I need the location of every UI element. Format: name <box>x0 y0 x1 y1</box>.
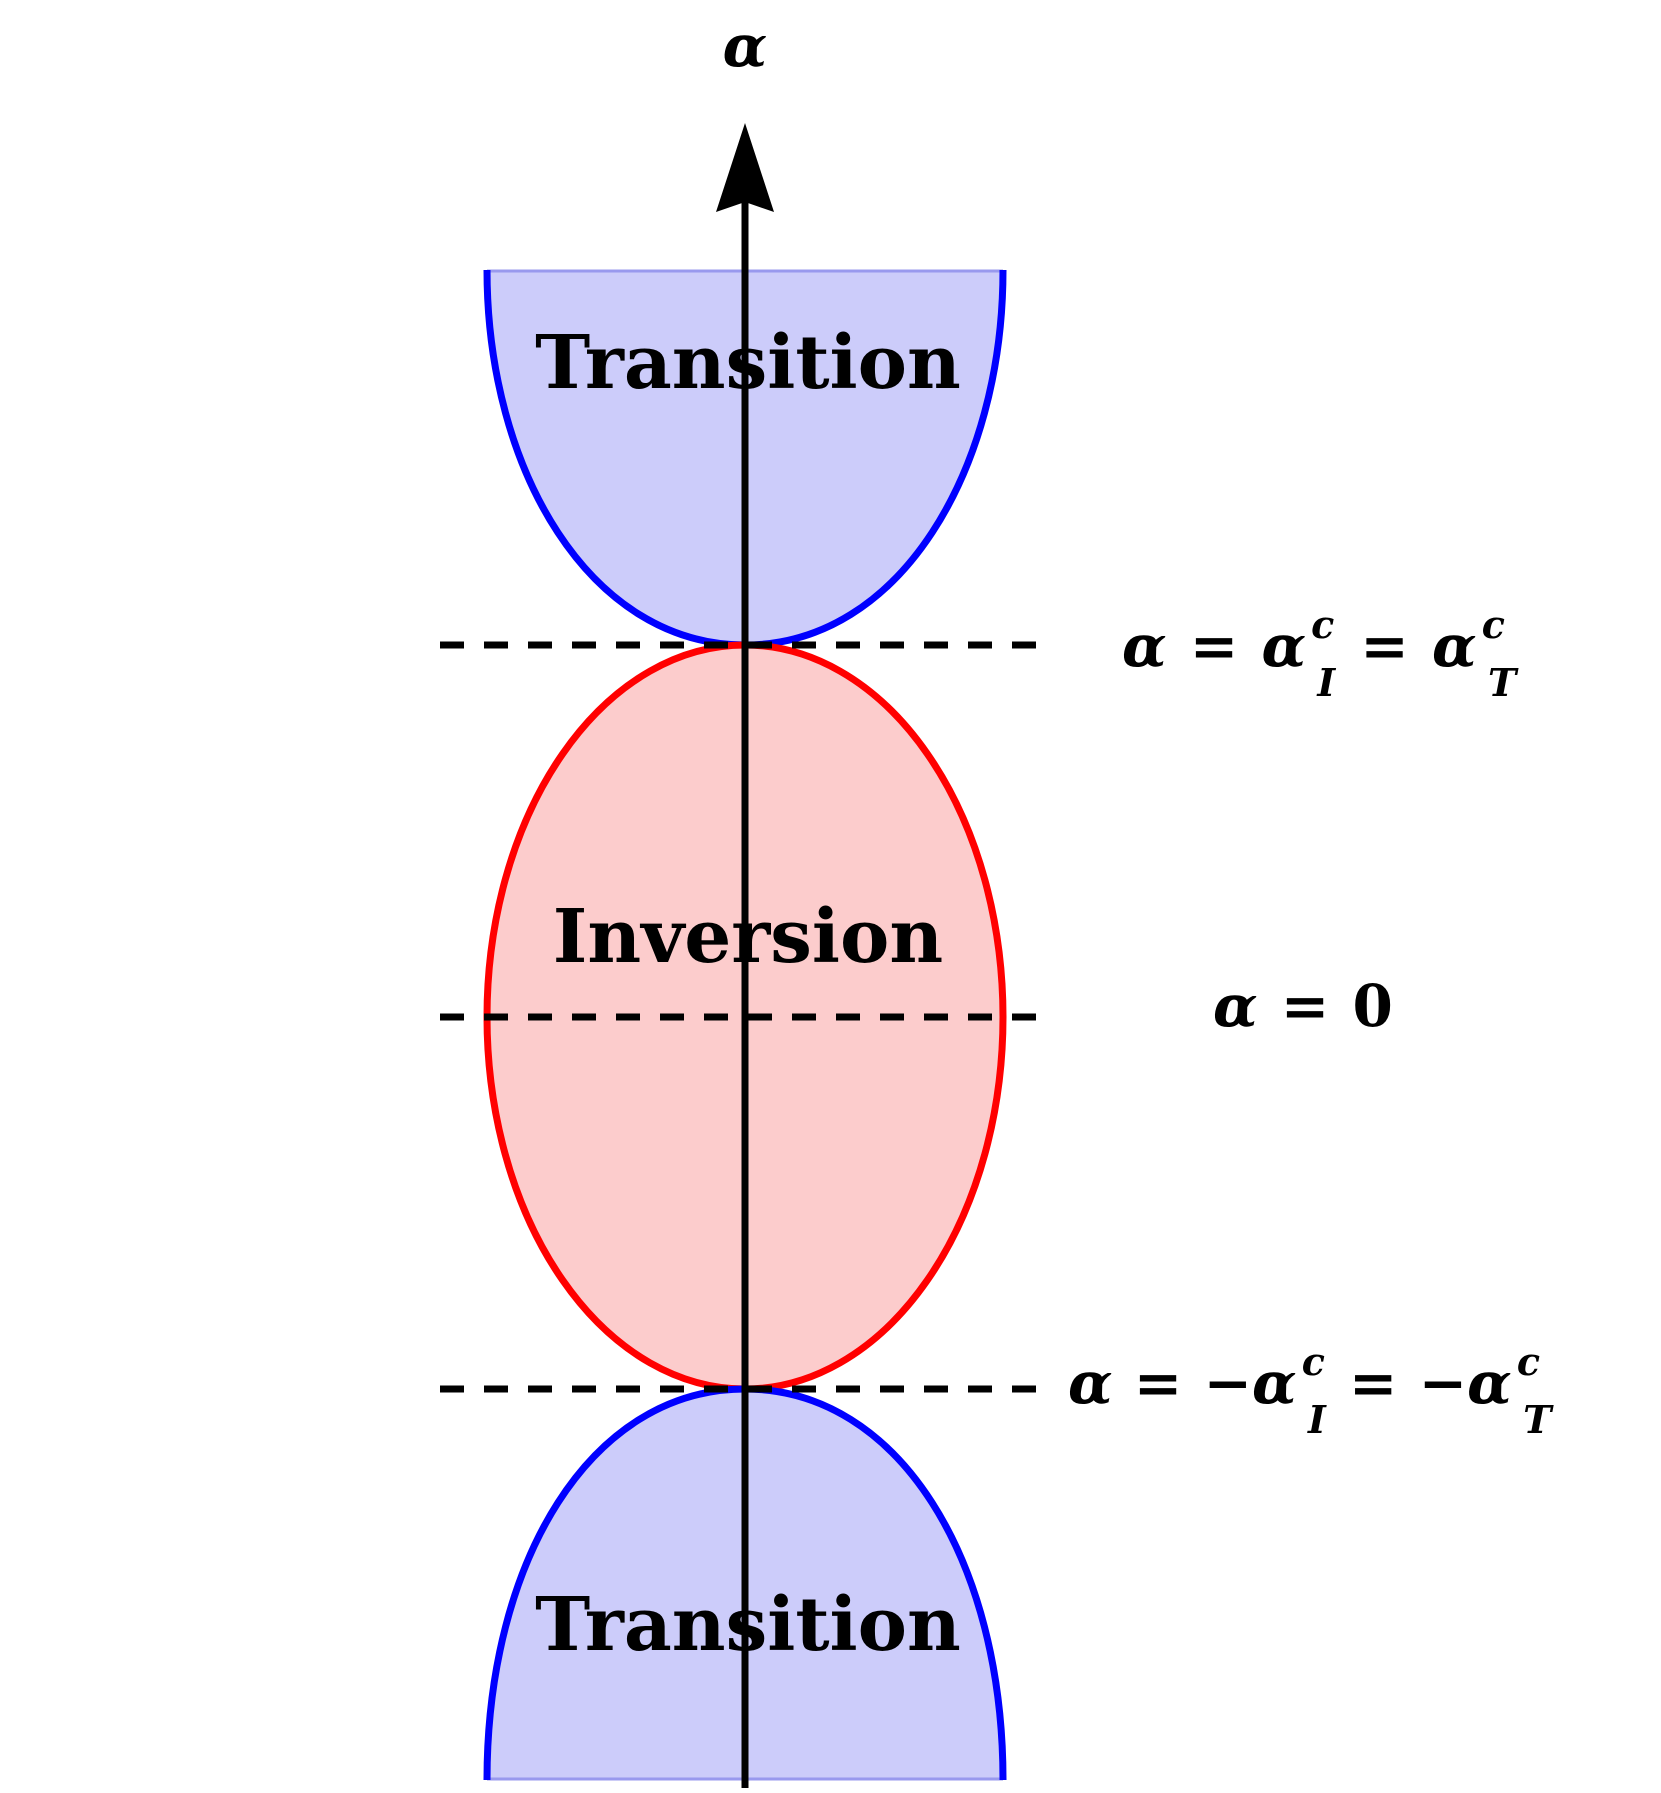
level-label-zero: α = 0 <box>1213 972 1393 1040</box>
level-upper-term1-sup: c <box>1311 602 1334 647</box>
level-label-upper: α = α c I = α c T <box>1122 602 1519 705</box>
level-upper-eq2: = <box>1360 612 1409 680</box>
alpha-axis-label: α <box>723 12 768 80</box>
level-label-lower: α = −α c I = −α c T <box>1068 1339 1554 1442</box>
level-lower-eq1: = <box>1134 1349 1183 1417</box>
level-zero-lhs: α <box>1213 972 1258 1040</box>
level-lower-term2-sup: c <box>1517 1339 1540 1384</box>
level-zero-value: 0 <box>1352 972 1392 1040</box>
level-upper-lhs: α <box>1122 612 1167 680</box>
level-lower-term1: −α <box>1203 1349 1296 1417</box>
level-zero-eq: = <box>1281 972 1330 1040</box>
level-lower-term1-sup: c <box>1302 1339 1325 1384</box>
level-upper-term1: α <box>1261 612 1306 680</box>
level-upper-term2-sub: T <box>1488 660 1519 705</box>
level-upper-term1-sub: I <box>1316 660 1336 705</box>
level-upper-term2-sup: c <box>1482 602 1505 647</box>
level-upper-eq1: = <box>1190 612 1239 680</box>
level-upper-term2: α <box>1432 612 1477 680</box>
level-lower-lhs: α <box>1068 1349 1113 1417</box>
level-lower-term2: −α <box>1419 1349 1512 1417</box>
level-lower-term1-sub: I <box>1307 1397 1327 1442</box>
level-lower-eq2: = <box>1349 1349 1398 1417</box>
alpha-axis-arrowhead <box>716 123 774 212</box>
level-lower-term2-sub: T <box>1523 1397 1554 1442</box>
